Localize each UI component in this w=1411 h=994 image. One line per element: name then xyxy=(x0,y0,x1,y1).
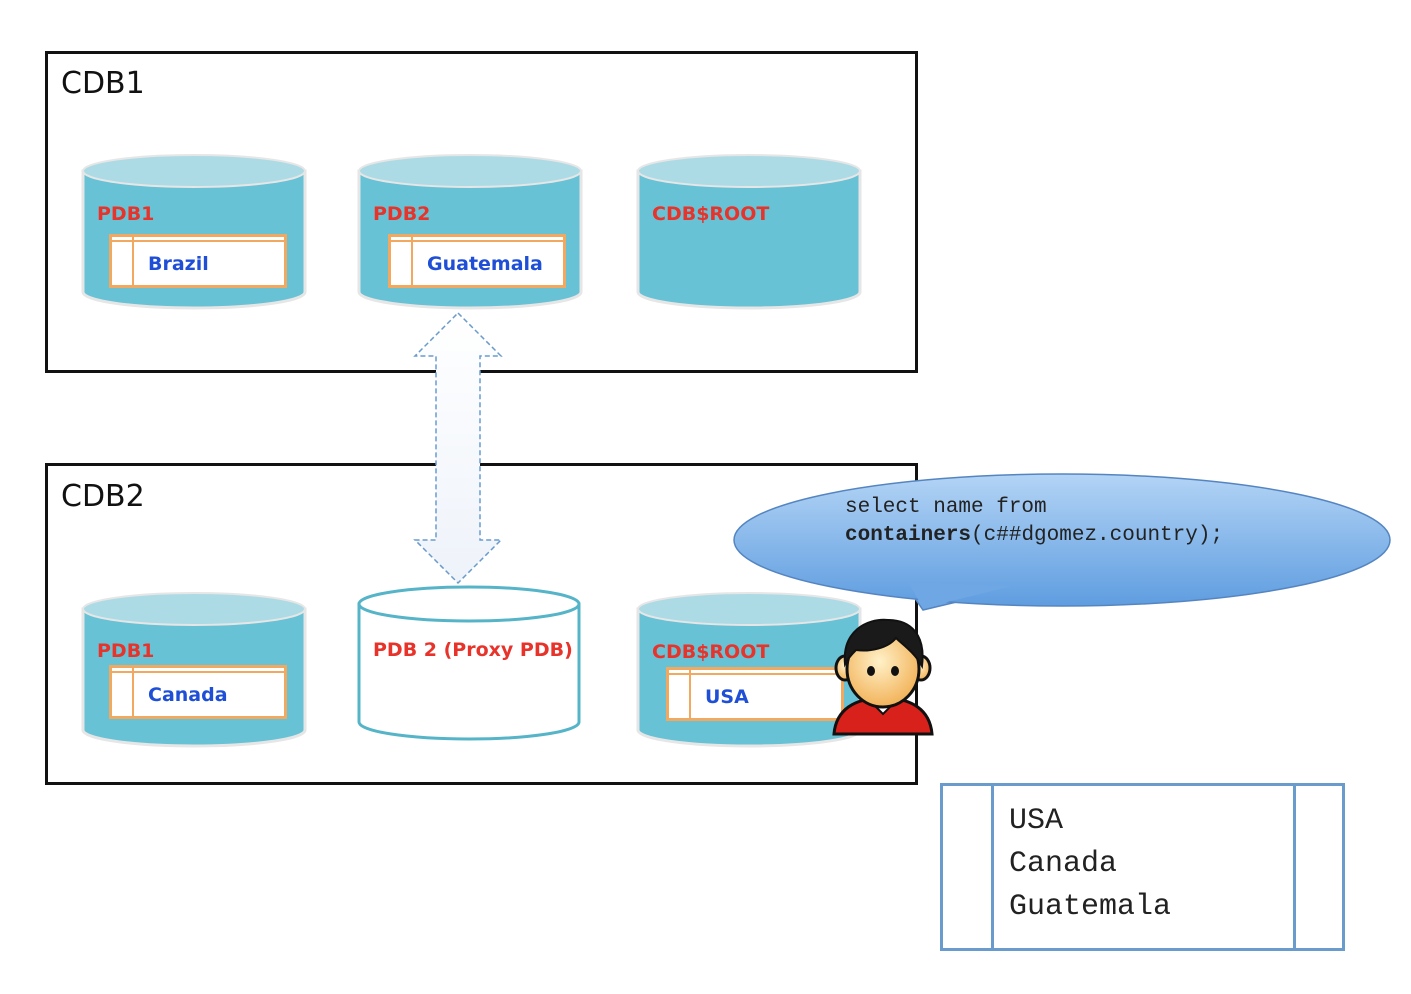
cdb2-root-name: CDB$ROOT xyxy=(652,641,770,663)
cylinder-icon xyxy=(636,154,862,310)
cdb2-pdb1-table-value: Canada xyxy=(148,684,228,706)
cdb2-root-database: CDB$ROOT USA xyxy=(636,592,862,748)
cdb1-pdb1-database: PDB1 Brazil xyxy=(81,154,307,310)
cdb1-pdb2-database: PDB2 Guatemala xyxy=(357,154,583,310)
cdb2-root-table: USA xyxy=(666,667,844,721)
query-result-table: USA Canada Guatemala xyxy=(940,783,1345,951)
user-avatar-icon xyxy=(832,618,934,736)
cdb2-pdb1-database: PDB1 Canada xyxy=(81,592,307,748)
sql-keyword: containers xyxy=(845,524,972,547)
cdb1-root-database: CDB$ROOT xyxy=(636,154,862,310)
cdb2-label: CDB2 xyxy=(61,479,145,514)
cdb1-label: CDB1 xyxy=(61,66,145,101)
cdb1-pdb1-name: PDB1 xyxy=(97,203,155,225)
sql-query: select name from containers(c##dgomez.co… xyxy=(845,494,1223,550)
result-row: Guatemala xyxy=(1009,890,1172,924)
sql-query-line1: select name from xyxy=(845,496,1047,519)
cdb2-pdb1-table: Canada xyxy=(109,665,287,719)
bidirectional-arrow-icon xyxy=(413,311,503,585)
cylinder-outline-icon xyxy=(357,585,581,741)
cdb1-pdb1-table: Brazil xyxy=(109,234,287,288)
cdb2-pdb1-name: PDB1 xyxy=(97,640,155,662)
query-result-rows: USA Canada Guatemala xyxy=(1009,800,1171,929)
cdb2-proxy-pdb-name: PDB 2 (Proxy PDB) xyxy=(373,639,573,661)
result-row: Canada xyxy=(1009,847,1118,881)
sql-query-rest: (c##dgomez.country); xyxy=(971,524,1224,547)
speech-bubble xyxy=(733,473,1391,611)
cdb1-pdb2-name: PDB2 xyxy=(373,203,431,225)
cdb1-pdb1-table-value: Brazil xyxy=(148,253,209,275)
cdb1-pdb2-table: Guatemala xyxy=(388,234,566,288)
cdb1-root-name: CDB$ROOT xyxy=(652,203,770,225)
sql-query-line2: containers(c##dgomez.country); xyxy=(845,522,1223,550)
cdb2-root-table-value: USA xyxy=(705,686,749,708)
cdb1-pdb2-table-value: Guatemala xyxy=(427,253,543,275)
cdb2-proxy-pdb-database: PDB 2 (Proxy PDB) xyxy=(357,585,581,741)
result-row: USA xyxy=(1009,804,1064,838)
